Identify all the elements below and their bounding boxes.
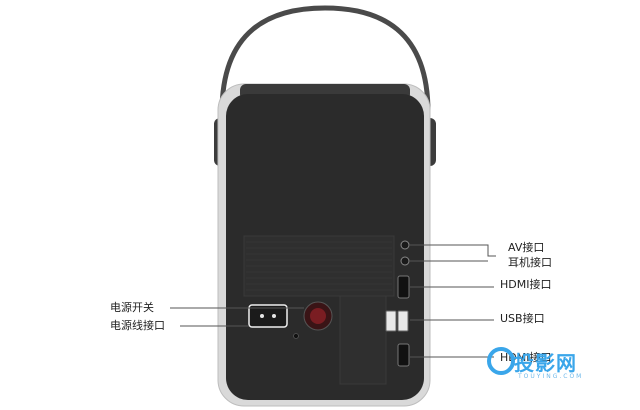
hdmi-port-2 <box>397 343 410 367</box>
av-port-label: AV接口 <box>508 241 545 254</box>
earphone-jack <box>400 256 410 266</box>
leader-lines-right <box>409 244 496 358</box>
power-port-label: 电源线接口 <box>110 319 165 332</box>
power-switch-label: 电源开关 <box>110 301 154 314</box>
power-switch-center <box>310 308 326 324</box>
watermark-icon <box>487 347 515 375</box>
hdmi-port-1 <box>397 275 410 299</box>
watermark-logo: 投影网 TOUYING.COM <box>486 345 606 385</box>
power-port-pin-left <box>260 314 264 318</box>
leader-lines-left <box>170 307 304 327</box>
watermark-domain: TOUYING.COM <box>518 373 584 380</box>
power-port <box>248 304 288 328</box>
carry-handle <box>219 5 431 115</box>
av-jack <box>400 240 410 250</box>
lower-panel <box>339 295 387 385</box>
earphone-port-label: 耳机接口 <box>508 256 552 269</box>
power-port-pin-right <box>272 314 276 318</box>
usb-port-1 <box>385 310 397 332</box>
usb-port-label: USB接口 <box>500 312 545 325</box>
usb-port-2 <box>397 310 409 332</box>
screw-hole <box>293 333 299 339</box>
vent-grille-lines <box>246 241 392 291</box>
watermark-name: 投影网 <box>514 351 577 375</box>
hdmi-port-label: HDMI接口 <box>500 278 552 291</box>
